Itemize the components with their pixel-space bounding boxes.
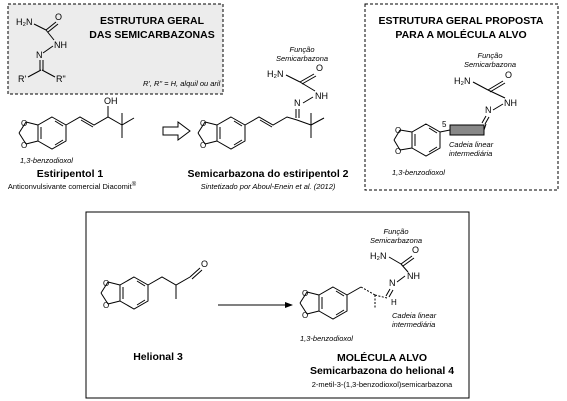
helional-structure: O O O [100, 259, 208, 310]
semicarbazone2-name: Semicarbazona do estiripentol 2 [187, 168, 348, 180]
stiripentol-ring-o2: O [21, 141, 27, 150]
linear-chain-block [449, 124, 485, 136]
target-molecule-box: O O O Helional 3 Função Semicarbazona H₂… [85, 211, 470, 399]
stiripentol-benzodioxol-label: 1,3-benzodioxol [20, 156, 73, 165]
helional-name: Helional 3 [133, 351, 183, 363]
semicarbazone2-o: O [316, 63, 323, 73]
proposed-intermediaria-label: intermediária [449, 149, 492, 158]
semicarbazone2-semicarbazona: Semicarbazona [276, 54, 328, 63]
atom-r2: R" [56, 74, 66, 84]
atom-r1: R' [18, 74, 26, 84]
proposed-atom-o: O [505, 70, 512, 80]
proposed-cadeia-label: Cadeia linear [449, 140, 494, 149]
target-n: N [389, 278, 396, 288]
stiripentol-oh: OH [104, 96, 118, 106]
target-semicarbazona: Semicarbazona [370, 236, 422, 245]
proposed-ring-o1: O [395, 126, 401, 135]
stiripentol-structure: O O OH 1,3-benzodioxol [18, 96, 135, 165]
stiripentol-caption: Anticonvulsivante comercial Diacomit® [8, 181, 137, 191]
helional-aldehyde-o: O [201, 259, 208, 269]
proposed-atom-n: N [485, 105, 492, 115]
proposed-atom-h2n: H₂N [454, 76, 471, 86]
atom-h2n: H₂N [16, 17, 33, 27]
proposed-box-title-2: PARA A MOLÉCULA ALVO [395, 28, 526, 41]
semicarbazone2-ring-o2: O [200, 141, 206, 150]
semicarbazone2-n: N [294, 98, 301, 108]
semicarbazone2-nh: NH [315, 91, 328, 101]
general-box-title-2: DAS SEMICARBAZONAS [89, 29, 214, 41]
semicarbazone2-ring-o1: O [200, 119, 206, 128]
stiripentol-name: Estiripentol 1 [37, 168, 104, 180]
target-nh: NH [407, 271, 420, 281]
target-ring-o2: O [302, 311, 308, 320]
semicarbazone-2-structure: Função Semicarbazona H₂N O NH N O O [197, 45, 328, 150]
target-benzodioxol-label: 1,3-benzodioxol [300, 334, 353, 343]
general-box-title-1: ESTRUTURA GERAL [100, 15, 205, 27]
proposed-benzodioxol-label: 1,3-benzodioxol [392, 168, 445, 177]
general-semicarbazone-skeleton: H₂N O NH N R' R" [16, 12, 67, 84]
helional-ring-o1: O [103, 279, 109, 288]
target-funcao: Função [383, 227, 408, 236]
general-box-footnote: R', R" = H, alquil ou aril [143, 79, 221, 88]
proposed-ring-o2: O [395, 147, 401, 156]
proposed-funcao-label: Função [477, 51, 502, 60]
atom-n: N [36, 50, 43, 60]
target-ring-o1: O [302, 289, 308, 298]
proposed-atom-nh: NH [504, 98, 517, 108]
helional-ring-o2: O [103, 301, 109, 310]
target-intermediaria: intermediária [392, 320, 435, 329]
proposed-box-frame [364, 3, 559, 191]
proposed-semicarbazona-label: Semicarbazona [464, 60, 516, 69]
proposed-box-title-1: ESTRUTURA GERAL PROPOSTA [379, 15, 544, 27]
target-cadeia: Cadeia linear [392, 311, 437, 320]
proposed-benzodioxol: O O 5 [393, 120, 451, 157]
semicarbazone2-caption: Sintetizado por Aboul-Enein et al. (2012… [201, 182, 336, 191]
retrosynthesis-arrow [162, 121, 191, 141]
atom-nh: NH [54, 40, 67, 50]
stiripentol-ring-o1: O [21, 119, 27, 128]
position-5-label: 5 [442, 120, 447, 129]
general-box-frame [7, 3, 224, 95]
target-h2n: H₂N [370, 251, 387, 261]
target-4-structure: Função Semicarbazona H₂N O NH N O O [299, 227, 437, 343]
atom-o: O [55, 12, 62, 22]
proposed-structure-box: ESTRUTURA GERAL PROPOSTA PARA A MOLÉCULA… [364, 3, 559, 191]
target-name: Semicarbazona do helional 4 [310, 365, 454, 377]
target-title: MOLÉCULA ALVO [337, 351, 427, 364]
target-h: H [391, 298, 397, 307]
general-structure-box: ESTRUTURA GERAL DAS SEMICARBAZONAS R', R… [7, 3, 224, 95]
target-o: O [412, 245, 419, 255]
semicarbazone2-h2n: H₂N [267, 69, 284, 79]
semicarbazone2-funcao: Função [289, 45, 314, 54]
target-iupac: 2-metil-3-(1,3-benzodioxol)semicarbazona [312, 380, 453, 389]
